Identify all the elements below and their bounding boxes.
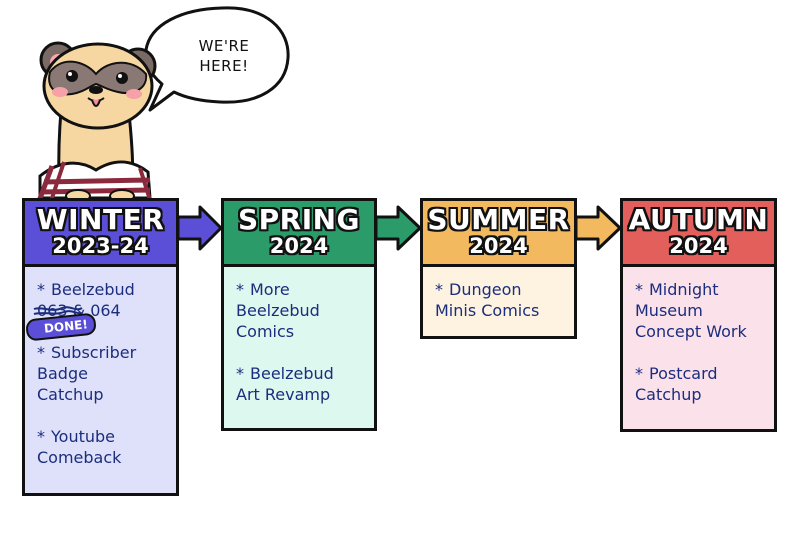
season-card-autumn: AUTUMN 2024 *Midnight Museum Concept Wor… bbox=[620, 198, 777, 432]
season-title: SPRING bbox=[224, 201, 374, 235]
season-header-autumn: AUTUMN 2024 bbox=[623, 201, 774, 267]
season-year: 2024 bbox=[224, 235, 374, 257]
season-card-winter: WINTER 2023-24 *Beelzebud 063 & 064 *Sub… bbox=[22, 198, 179, 496]
season-title: AUTUMN bbox=[623, 201, 774, 235]
season-header-summer: SUMMER 2024 bbox=[423, 201, 574, 267]
ferret-mascot-icon bbox=[38, 43, 155, 204]
list-item: *Postcard Catchup bbox=[635, 363, 766, 405]
list-item: *Midnight Museum Concept Work bbox=[635, 279, 766, 342]
season-header-winter: WINTER 2023-24 bbox=[25, 201, 176, 267]
list-item: *Subscriber Badge Catchup bbox=[37, 342, 168, 405]
season-year: 2024 bbox=[623, 235, 774, 257]
arrow-spring-to-summer-icon bbox=[376, 207, 420, 249]
season-items-autumn: *Midnight Museum Concept Work *Postcard … bbox=[623, 267, 774, 429]
season-items-summer: *Dungeon Minis Comics bbox=[423, 267, 574, 336]
list-item: *More Beelzebud Comics bbox=[236, 279, 366, 342]
season-card-spring: SPRING 2024 *More Beelzebud Comics *Beel… bbox=[221, 198, 377, 431]
season-items-winter: *Beelzebud 063 & 064 *Subscriber Badge C… bbox=[25, 267, 176, 493]
list-item: *Dungeon Minis Comics bbox=[435, 279, 566, 321]
speech-bubble-text: WE'RE HERE! bbox=[178, 36, 270, 76]
season-year: 2024 bbox=[423, 235, 574, 257]
season-title: SUMMER bbox=[423, 201, 574, 235]
arrow-summer-to-autumn-icon bbox=[576, 207, 620, 249]
season-year: 2023-24 bbox=[25, 235, 176, 257]
season-header-spring: SPRING 2024 bbox=[224, 201, 374, 267]
list-item: *Youtube Comeback bbox=[37, 426, 168, 468]
list-item: *Beelzebud Art Revamp bbox=[236, 363, 366, 405]
season-card-summer: SUMMER 2024 *Dungeon Minis Comics bbox=[420, 198, 577, 339]
season-items-spring: *More Beelzebud Comics *Beelzebud Art Re… bbox=[224, 267, 374, 428]
arrow-winter-to-spring-icon bbox=[178, 207, 221, 249]
season-title: WINTER bbox=[25, 201, 176, 235]
